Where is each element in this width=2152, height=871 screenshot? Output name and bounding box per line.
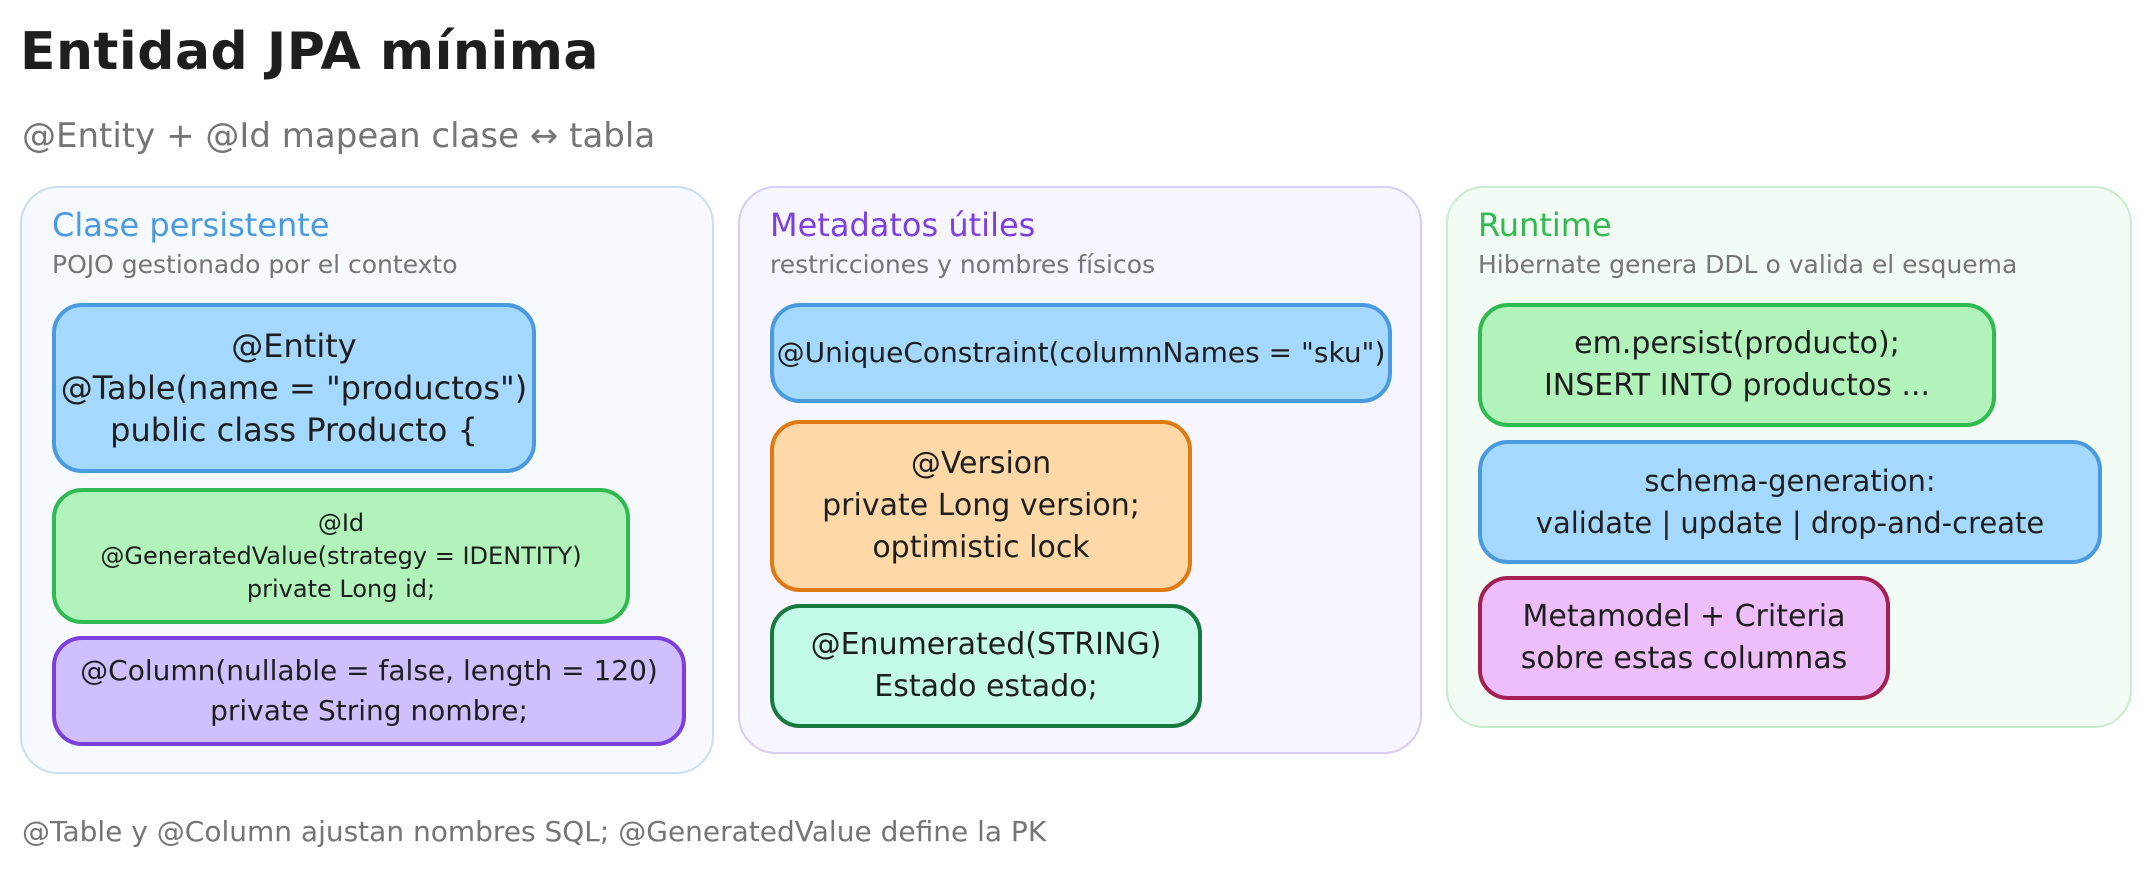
schema-generation-box: schema-generation: validate | update | d… [1478, 440, 2102, 564]
box-line: @Enumerated(STRING) [810, 627, 1162, 662]
box-line: private Long id; [246, 574, 436, 603]
box-line: optimistic lock [872, 530, 1090, 565]
box-line: private Long version; [822, 488, 1140, 523]
box-line: private String nombre; [210, 694, 528, 727]
box-line: Metamodel + Criteria [1522, 599, 1846, 634]
box-line: INSERT INTO productos ... [1543, 368, 1931, 403]
box-line: validate | update | drop-and-create [1535, 506, 2045, 540]
page-title: Entidad JPA mínima [20, 22, 600, 82]
page-subtitle: @Entity + @Id mapean clase ↔ tabla [22, 116, 656, 156]
box-line: @UniqueConstraint(columnNames = "sku") [776, 336, 1386, 369]
box-line: @Table(name = "productos") [60, 369, 528, 407]
persist-box: em.persist(producto); INSERT INTO produc… [1478, 303, 1996, 427]
box-line: @GeneratedValue(strategy = IDENTITY) [100, 541, 582, 570]
box-line: Estado estado; [874, 669, 1098, 704]
panel-title: Metadatos útiles [770, 206, 1036, 244]
panel-clase-persistente: Clase persistente POJO gestionado por el… [20, 186, 714, 774]
panel-metadatos-utiles: Metadatos útiles restricciones y nombres… [738, 186, 1422, 754]
column-field-box: @Column(nullable = false, length = 120) … [52, 636, 686, 746]
box-line: em.persist(producto); [1574, 326, 1900, 361]
box-line: schema-generation: [1644, 464, 1936, 498]
panel-title: Runtime [1478, 206, 1612, 244]
panel-title: Clase persistente [52, 206, 330, 244]
unique-constraint-box: @UniqueConstraint(columnNames = "sku") [770, 303, 1392, 403]
box-line: @Version [910, 446, 1052, 481]
box-line: @Id [317, 508, 365, 537]
box-line: public class Producto { [110, 411, 478, 449]
panel-subtitle: restricciones y nombres físicos [770, 250, 1156, 279]
box-line: sobre estas columnas [1520, 641, 1848, 676]
panel-subtitle: Hibernate genera DDL o valida el esquema [1478, 250, 2018, 279]
panel-runtime: Runtime Hibernate genera DDL o valida el… [1446, 186, 2132, 728]
entity-class-box: @Entity @Table(name = "productos") publi… [52, 303, 536, 473]
panel-subtitle: POJO gestionado por el contexto [52, 250, 458, 279]
version-box: @Version private Long version; optimisti… [770, 420, 1192, 592]
box-line: @Entity [231, 327, 357, 365]
metamodel-criteria-box: Metamodel + Criteria sobre estas columna… [1478, 576, 1890, 700]
id-field-box: @Id @GeneratedValue(strategy = IDENTITY)… [52, 488, 630, 624]
enumerated-box: @Enumerated(STRING) Estado estado; [770, 604, 1202, 728]
box-line: @Column(nullable = false, length = 120) [80, 654, 658, 687]
footer-note: @Table y @Column ajustan nombres SQL; @G… [22, 815, 1047, 848]
